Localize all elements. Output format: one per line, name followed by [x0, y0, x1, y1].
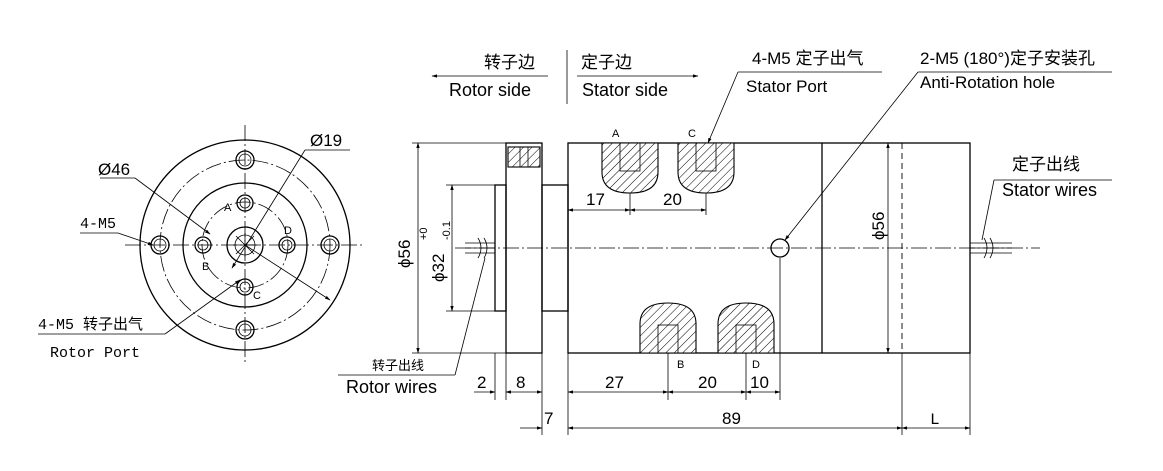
port-hole-icon — [194, 194, 296, 296]
side-dia-32: ϕ32 — [429, 254, 448, 282]
stator-wires-callout: 定子出线 Stator wires — [981, 155, 1112, 241]
rotor-wires-cn: 转子出线 — [372, 359, 424, 374]
side-view: A C B D ϕ56 ϕ32 +0 — [395, 128, 1040, 435]
side-dia-56-left: ϕ56 — [395, 240, 414, 268]
front-dia-19: Ø19 — [310, 131, 342, 150]
rotor-wires-callout: 转子出线 Rotor wires — [338, 257, 486, 397]
rotor-port-cn: 4-M5 转子出气 — [38, 316, 143, 334]
side-port-d: D — [752, 359, 760, 371]
rotor-port-section-icon — [639, 302, 775, 354]
dim-89: 89 — [722, 409, 741, 428]
stator-port-en: Stator Port — [746, 77, 828, 96]
dim-27: 27 — [605, 373, 624, 392]
front-view: A B C D Ø46 Ø19 4-M5 4-M5 转子出气 Rotor Por… — [38, 125, 365, 365]
stator-port-callout: 4-M5 定子出气 Stator Port — [707, 49, 882, 144]
dim-20-bottom: 20 — [698, 373, 717, 392]
stator-port-cn: 4-M5 定子出气 — [752, 49, 863, 68]
front-port-c-label: C — [253, 290, 261, 302]
front-dia-46: Ø46 — [98, 160, 130, 179]
side-port-c: C — [688, 128, 696, 140]
rotor-wires-icon — [465, 237, 495, 259]
rotor-wires-en: Rotor wires — [346, 377, 437, 397]
rotor-side-cn: 转子边 — [484, 53, 535, 72]
side-dia-56-right: ϕ56 — [869, 212, 888, 240]
front-port-b-label: B — [202, 261, 209, 273]
tol-lower: -0.1 — [441, 221, 453, 240]
anti-rotation-en: Anti-Rotation hole — [920, 73, 1055, 92]
side-port-b: B — [677, 359, 684, 371]
anti-rotation-cn: 2-M5 (180°)定子安装孔 — [920, 49, 1095, 68]
rotor-side-en: Rotor side — [449, 80, 531, 100]
dim-17: 17 — [586, 190, 605, 209]
dim-7: 7 — [544, 409, 553, 428]
dim-2: 2 — [477, 373, 486, 392]
stator-port-section-icon — [601, 142, 735, 194]
tol-upper: +0 — [418, 227, 430, 240]
dim-10: 10 — [750, 373, 769, 392]
dim-20-top: 20 — [663, 190, 682, 209]
front-port-a-label: A — [224, 202, 232, 214]
front-thread-4m5: 4-M5 — [80, 216, 116, 233]
mounting-hole-icon — [150, 150, 340, 340]
side-port-a: A — [612, 128, 620, 140]
stator-wires-cn: 定子出线 — [1012, 155, 1080, 174]
stator-side-en: Stator side — [582, 80, 668, 100]
side-labels: 转子边 定子边 Rotor side Stator side — [431, 50, 699, 104]
rotor-port-en: Rotor Port — [50, 345, 140, 362]
anti-rotation-hole-icon — [770, 238, 790, 258]
front-port-d-label: D — [284, 225, 292, 237]
stator-wires-en: Stator wires — [1002, 180, 1097, 200]
anti-rotation-callout: 2-M5 (180°)定子安装孔 Anti-Rotation hole — [784, 49, 1112, 241]
stator-side-cn: 定子边 — [581, 53, 632, 72]
dim-8: 8 — [516, 373, 525, 392]
dim-L: L — [930, 411, 940, 429]
stator-wires-icon — [970, 237, 1012, 259]
